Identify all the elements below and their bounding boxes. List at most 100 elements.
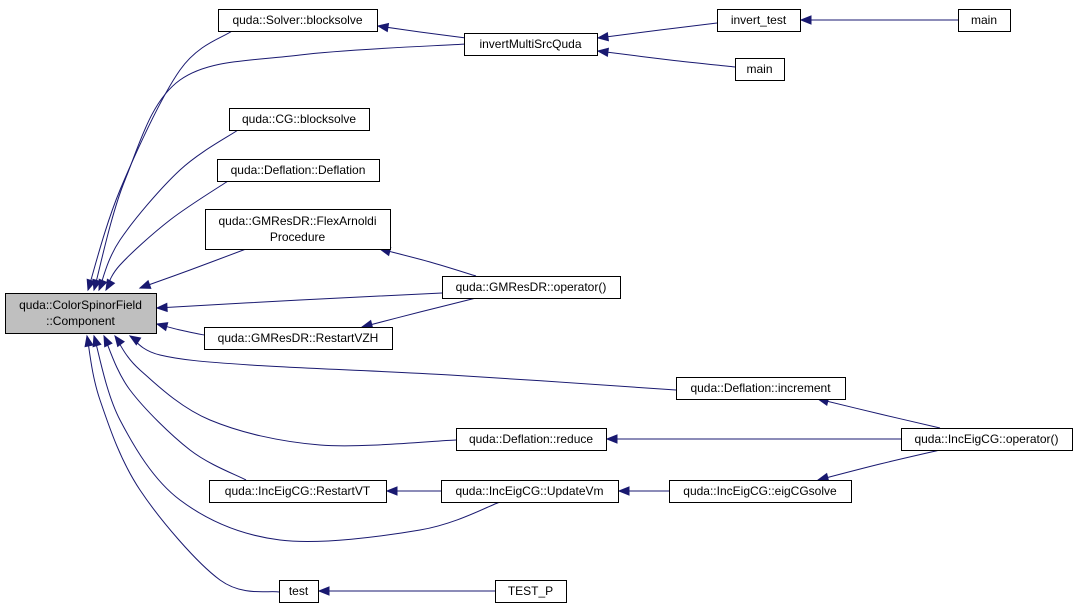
node-box — [958, 9, 1011, 32]
edge-line — [597, 50, 736, 68]
node-label: invertMultiSrcQuda — [479, 37, 581, 51]
node-box — [441, 480, 619, 503]
edge-cg_blocksolve-to-component — [98, 129, 239, 292]
node-gmresdr_restart[interactable]: quda::GMResDR::RestartVZH — [204, 327, 393, 350]
edge-line — [817, 449, 941, 481]
node-box — [901, 428, 1073, 451]
node-label: main — [971, 13, 997, 27]
node-label: quda::CG::blocksolve — [242, 112, 356, 126]
node-box — [279, 580, 319, 603]
node-box — [669, 480, 852, 503]
arrowhead-icon — [617, 486, 630, 496]
edge-line — [103, 335, 247, 481]
edge-deflation_increment-to-component — [128, 335, 677, 391]
node-invert_test[interactable]: invert_test — [717, 9, 801, 32]
arrowhead-icon — [128, 335, 142, 346]
node-label: quda::IncEigCG::RestartVT — [225, 484, 371, 498]
edge-line — [114, 335, 457, 447]
node-label: quda::Solver::blocksolve — [232, 13, 362, 27]
edge-line — [93, 335, 501, 542]
node-label: Procedure — [270, 230, 326, 244]
node-label: test — [289, 584, 309, 598]
node-box — [5, 293, 157, 334]
arrowhead-icon — [376, 22, 390, 33]
node-label: ::Component — [46, 314, 115, 328]
node-inceig_eigcgsolve[interactable]: quda::IncEigCG::eigCGsolve — [669, 480, 852, 503]
arrowhead-icon — [103, 334, 113, 348]
arrowhead-icon — [596, 47, 609, 57]
node-test_p[interactable]: TEST_P — [495, 580, 567, 603]
edge-inceig_restartvt-to-component — [103, 334, 247, 481]
node-main1[interactable]: main — [958, 9, 1011, 32]
node-box — [205, 209, 391, 250]
node-gmresdr_op[interactable]: quda::GMResDR::operator() — [442, 276, 621, 299]
edge-main2-to-invertMultiSrcQuda — [596, 47, 736, 68]
node-label: quda::IncEigCG::UpdateVm — [455, 484, 603, 498]
edge-line — [129, 335, 677, 391]
node-label: invert_test — [731, 13, 787, 27]
node-component[interactable]: quda::ColorSpinorField::Component — [5, 293, 157, 334]
edge-gmresdr_restart-to-component — [155, 322, 205, 336]
node-label: quda::ColorSpinorField — [19, 298, 142, 312]
node-box — [209, 480, 387, 503]
node-inceig_updatevm[interactable]: quda::IncEigCG::UpdateVm — [441, 480, 619, 503]
node-label: quda::Deflation::increment — [690, 381, 831, 395]
node-test[interactable]: test — [279, 580, 319, 603]
node-box — [217, 159, 380, 182]
arrowhead-icon — [155, 322, 169, 332]
arrowhead-icon — [385, 486, 398, 496]
node-label: quda::Deflation::reduce — [469, 432, 593, 446]
node-label: quda::Deflation::Deflation — [231, 163, 366, 177]
edge-inceig_op-to-inceig_eigcgsolve — [816, 449, 941, 482]
node-cg_blocksolve[interactable]: quda::CG::blocksolve — [229, 108, 370, 131]
edge-invert_test-to-invertMultiSrcQuda — [596, 22, 718, 42]
edge-gmresdr_flex-to-component — [138, 248, 247, 289]
node-deflation_ctor[interactable]: quda::Deflation::Deflation — [217, 159, 380, 182]
edge-line — [139, 248, 247, 289]
arrowhead-icon — [605, 434, 618, 444]
arrowhead-icon — [105, 278, 116, 292]
edge-gmresdr_op-to-gmresdr_flex — [378, 247, 477, 277]
node-solver_blocksolve[interactable]: quda::Solver::blocksolve — [218, 9, 378, 32]
edge-inceig_op-to-deflation_increment — [816, 396, 941, 429]
nodes-layer: quda::ColorSpinorField::Component quda::S… — [5, 9, 1073, 603]
edge-line — [379, 248, 477, 277]
node-box — [676, 377, 846, 400]
node-invertMultiSrcQuda[interactable]: invertMultiSrcQuda — [464, 33, 598, 56]
node-box — [229, 108, 370, 131]
node-box — [456, 428, 607, 451]
node-deflation_increment[interactable]: quda::Deflation::increment — [676, 377, 846, 400]
edge-deflation_ctor-to-component — [105, 180, 229, 292]
edge-line — [86, 335, 280, 593]
edge-line — [87, 30, 233, 291]
node-label: quda::GMResDR::RestartVZH — [218, 331, 379, 345]
edge-line — [361, 297, 477, 328]
arrowhead-icon — [98, 278, 108, 292]
edge-gmresdr_op-to-gmresdr_restart — [360, 297, 477, 329]
node-inceig_op[interactable]: quda::IncEigCG::operator() — [901, 428, 1073, 451]
edge-solver_blocksolve-to-component — [86, 30, 233, 292]
edge-line — [105, 180, 229, 291]
edge-line — [93, 43, 467, 291]
node-box — [218, 9, 378, 32]
arrowhead-icon — [114, 334, 125, 348]
node-inceig_restartvt[interactable]: quda::IncEigCG::RestartVT — [209, 480, 387, 503]
edge-gmresdr_op-to-component — [155, 292, 443, 313]
arrowhead-icon — [92, 334, 102, 348]
node-deflation_reduce[interactable]: quda::Deflation::reduce — [456, 428, 607, 451]
node-box — [735, 58, 785, 81]
node-box — [442, 276, 621, 299]
edge-line — [377, 25, 467, 39]
arrowhead-icon — [84, 334, 94, 348]
node-label: quda::IncEigCG::eigCGsolve — [683, 484, 837, 498]
edge-line — [597, 22, 718, 39]
node-label: main — [746, 62, 772, 76]
edge-test-to-component — [84, 334, 280, 593]
node-label: quda::GMResDR::operator() — [456, 280, 607, 294]
node-box — [495, 580, 567, 603]
node-label: quda::GMResDR::FlexArnoldi — [218, 214, 376, 228]
edge-inceig_op-to-deflation_reduce — [605, 434, 901, 444]
node-main2[interactable]: main — [735, 58, 785, 81]
